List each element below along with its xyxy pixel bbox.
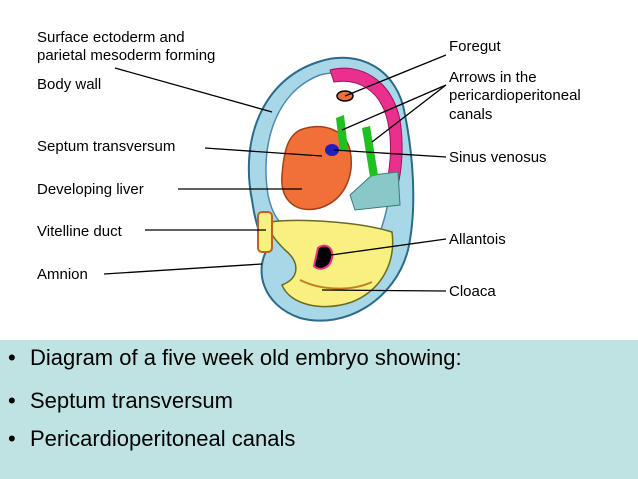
label-septum-transversum: Septum transversum — [37, 138, 176, 155]
label-surface-ectoderm-line2: parietal mesoderm forming — [37, 47, 216, 64]
leader-lines — [103, 54, 447, 292]
leader-body-wall — [114, 67, 273, 113]
caption-item: • Pericardioperitoneal canals — [8, 426, 295, 452]
caption-text: Septum transversum — [30, 388, 233, 413]
leader-cloaca — [321, 289, 447, 292]
caption-panel: • Diagram of a five week old embryo showi… — [0, 340, 638, 479]
label-vitelline-duct: Vitelline duct — [37, 223, 122, 240]
caption-item: • Diagram of a five week old embryo showi… — [8, 345, 462, 371]
bullet-marker: • — [8, 426, 16, 451]
embryo-diagram — [103, 54, 447, 322]
canal-right — [362, 126, 378, 177]
label-allantois: Allantois — [449, 231, 506, 248]
vitelline-duct-structure — [257, 211, 273, 253]
label-arrows-line2: pericardioperitoneal — [449, 87, 581, 104]
label-sinus-venosus: Sinus venosus — [449, 149, 547, 166]
caption-item: • Septum transversum — [8, 388, 233, 414]
diagram-area: Surface ectoderm and parietal mesoderm f… — [37, 29, 581, 322]
leader-septum — [204, 147, 323, 157]
mesoderm-band — [349, 171, 401, 211]
label-surface-ectoderm-line1: Surface ectoderm and — [37, 29, 185, 46]
label-developing-liver: Developing liver — [37, 181, 144, 198]
label-amnion: Amnion — [37, 266, 88, 283]
leader-sinus — [333, 149, 447, 158]
label-arrows-line3: canals — [449, 106, 493, 123]
leader-allantois — [323, 238, 447, 257]
label-arrows-line1: Arrows in the — [449, 69, 537, 86]
sinus-venosus-structure — [325, 144, 339, 156]
leader-amnion — [103, 263, 263, 275]
leader-foregut — [344, 54, 447, 97]
label-foregut: Foregut — [449, 38, 501, 55]
bullet-marker: • — [8, 345, 16, 370]
allantois-structure — [312, 244, 334, 270]
bullet-marker: • — [8, 388, 16, 413]
caption-text: Pericardioperitoneal canals — [30, 426, 296, 451]
label-body-wall: Body wall — [37, 76, 102, 93]
label-cloaca: Cloaca — [449, 283, 496, 300]
caption-text: Diagram of a five week old embryo showin… — [30, 345, 462, 370]
leader-arrows-1 — [341, 84, 447, 131]
canal-left — [336, 115, 348, 152]
leader-arrows-2 — [371, 84, 447, 143]
cloaca-structure — [299, 279, 373, 290]
